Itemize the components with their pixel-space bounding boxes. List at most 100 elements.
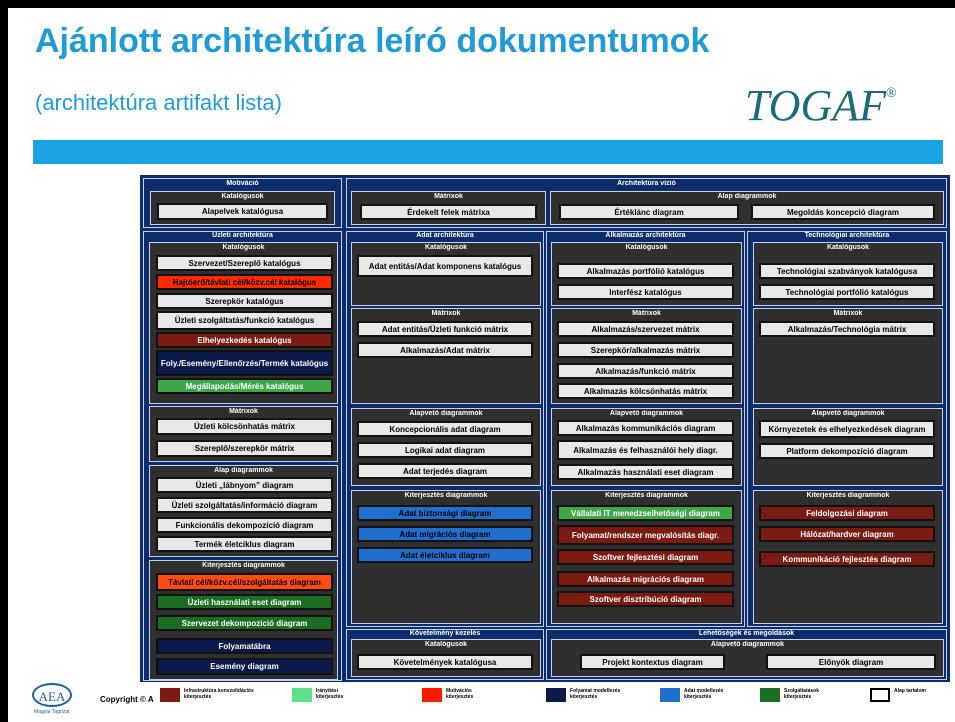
alkalmazas-hasznalati-eset-diagram[interactable]: Alkalmazás használati eset diagram bbox=[557, 464, 734, 480]
tavlati-cel-diagram[interactable]: Távlati cél/közv.cél/szolgáltatás diagra… bbox=[156, 573, 333, 591]
togaf-logo: TOGAF® bbox=[745, 80, 897, 131]
data-panel: Adat architektúra Katalógusok Adat entit… bbox=[346, 231, 544, 627]
szervezet-szereplo-katalogus[interactable]: Szervezet/Szereplő katalógus bbox=[156, 255, 333, 271]
projekt-kontextus-diagram[interactable]: Projekt kontextus diagram bbox=[580, 654, 725, 670]
szereplo-szerepkor-matrix[interactable]: Szereplő/szerepkör mátrix bbox=[156, 440, 333, 457]
application-catalogs-header: Katalógusok bbox=[625, 244, 668, 251]
application-header: Alkalmazás architektúra bbox=[605, 232, 686, 239]
technology-core-panel: Alapvető diagrammok Környezetek és elhel… bbox=[753, 408, 943, 486]
legend-swatch-core bbox=[870, 688, 890, 702]
alkalmazas-portfolio-katalogus[interactable]: Alkalmazás portfólió katalógus bbox=[557, 263, 734, 279]
legend-label-governance: Irányítási kiterjesztés bbox=[316, 688, 344, 700]
folyamat-rendszer-diagram[interactable]: Folyamat/rendszer megvalósítás diagr. bbox=[557, 525, 734, 545]
adat-entitas-uzleti-funkcio-matrix[interactable]: Adat entitás/Üzleti funkció mátrix bbox=[357, 321, 533, 337]
alkalmazas-szervezet-matrix[interactable]: Alkalmazás/szervezet mátrix bbox=[557, 321, 734, 337]
data-core-panel: Alapvető diagrammok Koncepcionális adat … bbox=[351, 408, 541, 486]
technology-ext-panel: Kiterjesztés diagrammok Feldolgozási dia… bbox=[753, 490, 943, 624]
opportunities-header: Lehetőségek és megoldások bbox=[698, 630, 795, 637]
megoldas-koncepcio-diagram[interactable]: Megoldás koncepció diagram bbox=[751, 204, 935, 220]
data-matrices-header: Mátrixok bbox=[431, 310, 461, 317]
uzleti-kolcsonhatas-matrix[interactable]: Üzleti kölcsönhatás mátrix bbox=[156, 418, 333, 435]
vision-core-panel: Alap diagrammok Értéklánc diagram Megold… bbox=[550, 191, 944, 225]
halozat-hardver-diagram[interactable]: Hálózat/hardver diagram bbox=[759, 526, 935, 542]
legend-label-core: Alap tartalom bbox=[894, 688, 926, 694]
technologiai-portfolio-katalogus[interactable]: Technológiai portfólió katalógus bbox=[759, 284, 935, 300]
elonyok-diagram[interactable]: Előnyök diagram bbox=[766, 654, 936, 670]
vallalati-it-diagram[interactable]: Vállalati IT menedzselhetőségi diagram bbox=[557, 505, 734, 521]
technology-header: Technológiai architektúra bbox=[804, 232, 890, 239]
platform-dekompozicio-diagram[interactable]: Platform dekompozíció diagram bbox=[759, 443, 935, 459]
szoftver-disztribucio-diagram[interactable]: Szoftver disztribúció diagram bbox=[557, 591, 734, 607]
termek-eletciklus-diagram[interactable]: Termék életciklus diagram bbox=[156, 536, 333, 552]
alkalmazas-kommunikacios-diagram[interactable]: Alkalmazás kommunikációs diagram bbox=[557, 420, 734, 436]
esemeny-diagram[interactable]: Esemény diagram bbox=[156, 658, 333, 675]
uzleti-labnyom-diagram[interactable]: Üzleti „lábnyom” diagram bbox=[156, 477, 333, 493]
technology-catalogs-header: Katalógusok bbox=[826, 244, 869, 251]
uzleti-szolgaltatas-diagram[interactable]: Üzleti szolgáltatás/információ diagram bbox=[156, 497, 333, 513]
hajtoero-katalogus[interactable]: Hajtóerő/távlati cél/közv.cél katalógus bbox=[156, 274, 333, 290]
adat-entitas-katalogus[interactable]: Adat entitás/Adat komponens katalógus bbox=[357, 255, 533, 277]
logikai-adat-diagram[interactable]: Logikai adat diagram bbox=[357, 442, 533, 458]
alkalmazas-technologia-matrix[interactable]: Alkalmazás/Technológia mátrix bbox=[759, 321, 935, 337]
copyright-text: Copyright © A bbox=[100, 695, 154, 704]
legend-label-services: Szolgáltatások kiterjesztés bbox=[784, 688, 820, 700]
business-panel: Üzleti architektúra Katalógusok Szerveze… bbox=[143, 231, 342, 681]
uzleti-szolgaltatas-katalogus[interactable]: Üzleti szolgáltatás/funkció katalógus bbox=[156, 311, 333, 330]
funkcionalis-dekompozicio-diagram[interactable]: Funkcionális dekompozíció diagram bbox=[156, 517, 333, 533]
ertekl-diagram[interactable]: Értéklánc diagram bbox=[559, 204, 739, 220]
technology-matrices-panel: Mátrixok Alkalmazás/Technológia mátrix bbox=[753, 308, 943, 404]
business-matrices-panel: Mátrixok Üzleti kölcsönhatás mátrix Szer… bbox=[149, 406, 338, 462]
folyamat-katalogus[interactable]: Foly./Esemény/Ellenőrzés/Termék katalógu… bbox=[156, 350, 333, 376]
frame-top-border bbox=[0, 0, 955, 8]
szerepkor-katalogus[interactable]: Szerepkör katalógus bbox=[156, 293, 333, 309]
requirements-panel: Követelmény kezelés Katalógusok Követelm… bbox=[346, 629, 544, 680]
vision-core-header: Alap diagrammok bbox=[717, 193, 777, 200]
szoftver-fejlesztesi-diagram[interactable]: Szoftver fejlesztési diagram bbox=[557, 549, 734, 565]
szerepkor-alkalmazas-matrix[interactable]: Szerepkör/alkalmazás mátrix bbox=[557, 342, 734, 358]
elhelyezkedes-katalogus[interactable]: Elhelyezkedés katalógus bbox=[156, 332, 333, 348]
application-ext-header: Kiterjesztés diagrammok bbox=[605, 492, 688, 499]
kovetelmenyek-katalogusa[interactable]: Követelmények katalógusa bbox=[357, 654, 533, 670]
erdekelt-felek-matrixa[interactable]: Érdekelt felek mátrixa bbox=[360, 204, 537, 220]
legend-swatch-process bbox=[546, 688, 566, 702]
togaf-logo-text: TOGAF bbox=[745, 81, 886, 130]
slide-subtitle: (architektúra artifakt lista) bbox=[35, 90, 282, 115]
kommunikacio-fejlesztes-diagram[interactable]: Kommunikáció fejlesztés diagram bbox=[759, 551, 935, 567]
alkalmazas-funkcio-matrix[interactable]: Alkalmazás/funkció mátrix bbox=[557, 363, 734, 379]
interfesz-katalogus[interactable]: Interfész katalógus bbox=[557, 284, 734, 300]
business-ext-header: Kiterjesztés diagrammok bbox=[202, 562, 285, 569]
alkalmazas-felhasznaloi-hely-diagram[interactable]: Alkalmazás és felhasználói hely diagr. bbox=[557, 440, 734, 460]
adat-biztonsagi-diagram[interactable]: Adat biztonsági diagram bbox=[357, 505, 533, 521]
koncepcionalis-adat-diagram[interactable]: Koncepcionális adat diagram bbox=[357, 421, 533, 437]
vision-matrices-panel: Mátrixok Érdekelt felek mátrixa bbox=[351, 191, 546, 225]
uzleti-hasznalati-eset-diagram[interactable]: Üzleti használati eset diagram bbox=[156, 594, 333, 610]
adat-migracios-diagram[interactable]: Adat migrációs diagram bbox=[357, 526, 533, 542]
requirements-header: Követelmény kezelés bbox=[409, 630, 481, 637]
motivation-catalogs-panel: Katalógusok Alapelvek katalógusa bbox=[150, 191, 335, 225]
megallapodas-katalogus[interactable]: Megállapodás/Mérés katalógus bbox=[156, 378, 333, 394]
alkalmazas-kolcsonhatas-matrix[interactable]: Alkalmazás kölcsönhatás mátrix bbox=[557, 383, 734, 399]
requirements-catalogs-header: Katalógusok bbox=[424, 641, 467, 648]
feldolgozasi-diagram[interactable]: Feldolgozási diagram bbox=[759, 505, 935, 521]
technologiai-szabvanyok-katalogusa[interactable]: Technológiai szabványok katalógusa bbox=[759, 263, 935, 279]
data-ext-header: Kiterjesztés diagrammok bbox=[404, 492, 488, 499]
business-header: Üzleti architektúra bbox=[212, 232, 273, 239]
alkalmazas-migracios-diagram[interactable]: Alkalmazás migrációs diagram bbox=[557, 571, 734, 587]
legend-swatch-governance bbox=[292, 688, 312, 702]
alkalmazas-adat-matrix[interactable]: Alkalmazás/Adat mátrix bbox=[357, 342, 533, 358]
szervezet-dekompozicio-diagram[interactable]: Szervezet dekompozíció diagram bbox=[156, 615, 333, 631]
alapelvek-katalogusa[interactable]: Alapelvek katalógusa bbox=[157, 203, 328, 220]
adat-eletciklus-diagram[interactable]: Adat életciklus diagram bbox=[357, 547, 533, 563]
adat-terjedes-diagram[interactable]: Adat terjedés diagram bbox=[357, 463, 533, 479]
kornyezetek-diagram[interactable]: Környezetek és elhelyezkedések diagram bbox=[759, 420, 935, 438]
folyamatabra[interactable]: Folyamatábra bbox=[156, 638, 333, 654]
opportunities-core-header: Alapvető diagrammok bbox=[710, 641, 785, 648]
technology-ext-header: Kiterjesztés diagrammok bbox=[806, 492, 890, 499]
business-ext-panel: Kiterjesztés diagrammok Távlati cél/közv… bbox=[149, 560, 338, 680]
data-catalogs-header: Katalógusok bbox=[424, 244, 467, 251]
motivation-panel: Motiváció Katalógusok Alapelvek katalógu… bbox=[143, 178, 342, 228]
technology-panel: Technológiai architektúra Katalógusok Te… bbox=[747, 231, 947, 627]
legend-swatch-infrastructure bbox=[160, 688, 180, 702]
data-core-header: Alapvető diagrammok bbox=[409, 410, 483, 417]
legend-label-data: Adat modellezés kiterjesztés bbox=[684, 688, 724, 700]
